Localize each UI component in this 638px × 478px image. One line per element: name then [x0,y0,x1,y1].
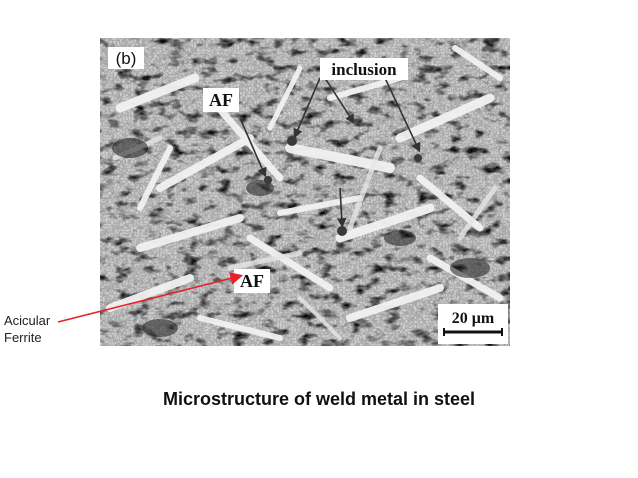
annotation-label-line1: Acicular [4,313,51,328]
inclusion-label-box [320,58,408,80]
inclusion-label: inclusion [331,60,397,79]
panel-label: (b) [116,49,137,68]
scale-bar-label: 20 μm [452,310,495,327]
af-bottom-label: AF [240,271,264,291]
af-top-label-box [203,88,239,112]
panel-label-box [108,47,144,69]
af-top-label: AF [209,90,233,110]
annotation-label-line2: Ferrite [4,330,42,345]
micrograph-image: (b) inclusion AF AF 20 μm [100,38,510,346]
scale-bar-box [438,304,508,344]
figure-caption: Microstructure of weld metal in steel [162,389,476,409]
